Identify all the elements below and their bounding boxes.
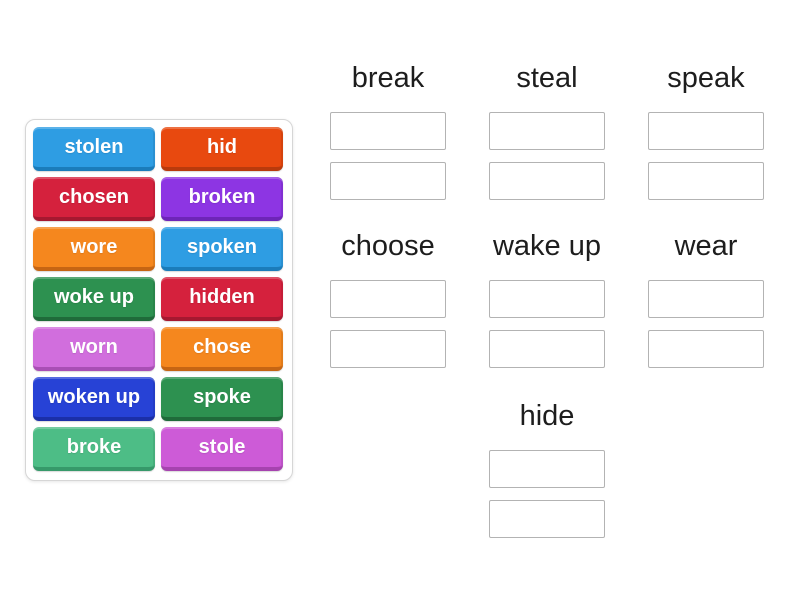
drop-slot-choose-2[interactable] — [330, 330, 446, 368]
word-tile-hid[interactable]: hid — [161, 127, 283, 171]
category-group-break: break — [330, 58, 446, 212]
category-group-speak: speak — [648, 58, 764, 212]
drop-slot-choose-1[interactable] — [330, 280, 446, 318]
word-tile-label: spoken — [186, 235, 258, 258]
word-tile-label: chosen — [58, 185, 130, 208]
word-tile-label: spoke — [193, 385, 251, 408]
word-tile-label: worn — [70, 335, 118, 358]
drop-slot-wake-up-1[interactable] — [489, 280, 605, 318]
category-group-wake-up: wake up — [489, 226, 605, 380]
word-tile-label: woke up — [53, 285, 134, 308]
word-bank-panel: stolen hid chosen broken wore spoken wok… — [25, 119, 293, 481]
word-tile-broke[interactable]: broke — [33, 427, 155, 471]
drop-slot-break-2[interactable] — [330, 162, 446, 200]
category-label: wake up — [492, 230, 601, 262]
word-tile-label: hid — [207, 135, 237, 158]
word-tile-stole[interactable]: stole — [161, 427, 283, 471]
drop-slot-steal-1[interactable] — [489, 112, 605, 150]
word-tile-wore[interactable]: wore — [33, 227, 155, 271]
category-group-wear: wear — [648, 226, 764, 380]
category-label: choose — [341, 230, 435, 262]
category-label: break — [351, 62, 425, 94]
word-tile-label: wore — [70, 235, 118, 258]
drop-slot-speak-1[interactable] — [648, 112, 764, 150]
word-tile-spoke[interactable]: spoke — [161, 377, 283, 421]
word-tile-spoken[interactable]: spoken — [161, 227, 283, 271]
word-tile-chosen[interactable]: chosen — [33, 177, 155, 221]
word-bank-grid: stolen hid chosen broken wore spoken wok… — [33, 127, 283, 471]
word-tile-label: woken up — [47, 385, 141, 408]
word-tile-broken[interactable]: broken — [161, 177, 283, 221]
word-tile-label: broke — [66, 435, 122, 458]
word-tile-stolen[interactable]: stolen — [33, 127, 155, 171]
word-tile-hidden[interactable]: hidden — [161, 277, 283, 321]
category-label: speak — [667, 62, 745, 94]
drop-slot-speak-2[interactable] — [648, 162, 764, 200]
drop-slot-wear-1[interactable] — [648, 280, 764, 318]
word-tile-label: stole — [198, 435, 246, 458]
drop-slot-wake-up-2[interactable] — [489, 330, 605, 368]
drop-slot-hide-2[interactable] — [489, 500, 605, 538]
drop-slot-break-1[interactable] — [330, 112, 446, 150]
word-tile-label: chose — [193, 335, 251, 358]
word-tile-label: hidden — [189, 285, 255, 308]
drop-slot-wear-2[interactable] — [648, 330, 764, 368]
word-tile-woken-up[interactable]: woken up — [33, 377, 155, 421]
word-tile-woke-up[interactable]: woke up — [33, 277, 155, 321]
category-group-steal: steal — [489, 58, 605, 212]
word-tile-worn[interactable]: worn — [33, 327, 155, 371]
category-group-choose: choose — [330, 226, 446, 380]
word-tile-label: broken — [188, 185, 256, 208]
category-group-hide: hide — [489, 396, 605, 550]
category-label: hide — [519, 400, 575, 432]
category-label: steal — [516, 62, 578, 94]
word-tile-chose[interactable]: chose — [161, 327, 283, 371]
drop-slot-steal-2[interactable] — [489, 162, 605, 200]
drop-slot-hide-1[interactable] — [489, 450, 605, 488]
category-label: wear — [674, 230, 738, 262]
word-tile-label: stolen — [64, 135, 124, 158]
